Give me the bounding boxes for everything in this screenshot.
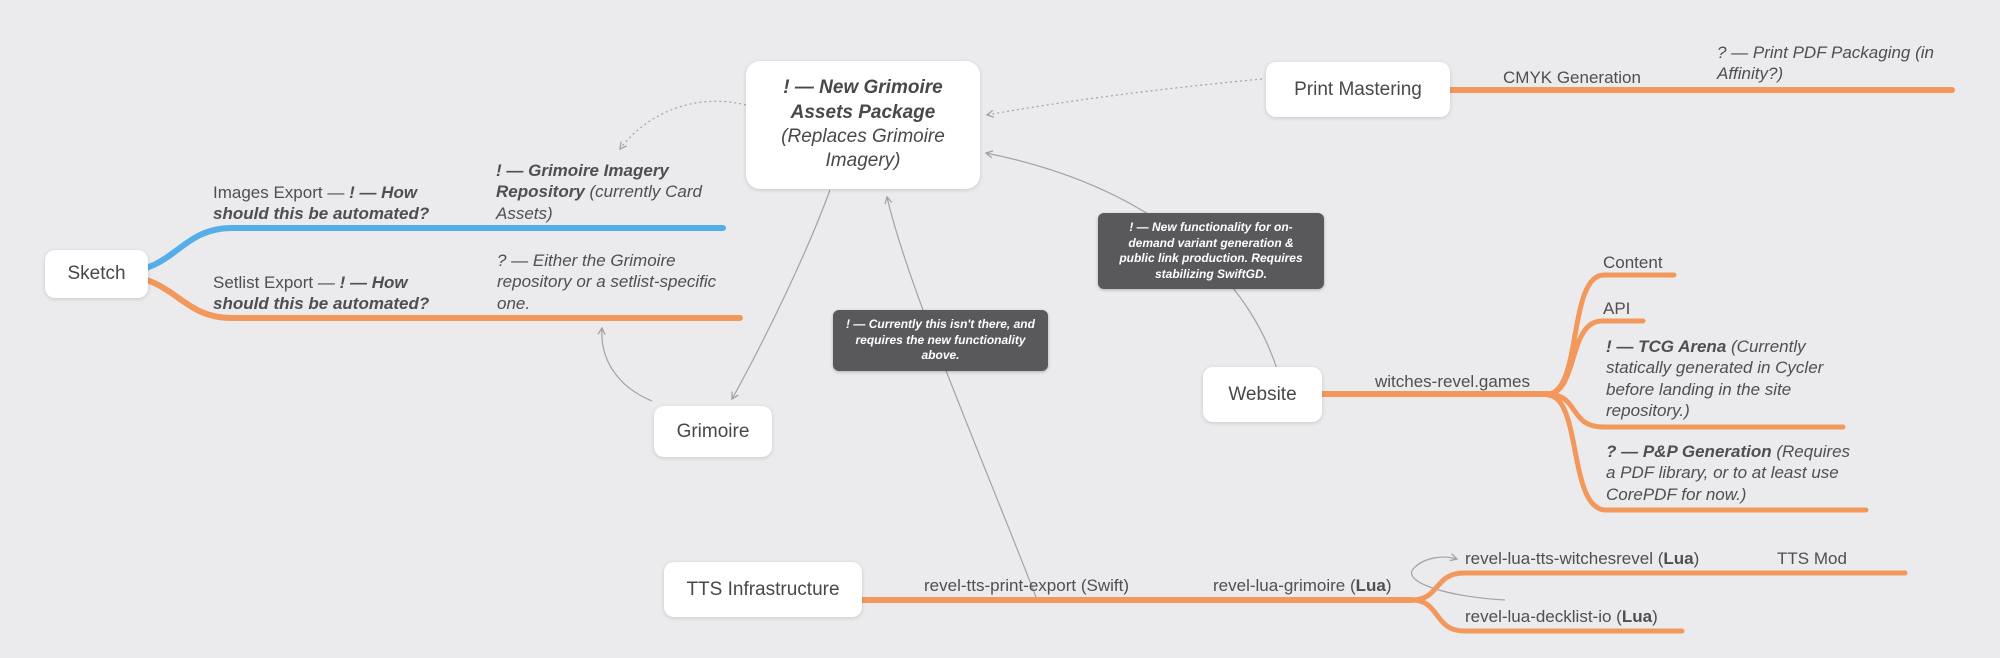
label-cmyk-generation[interactable]: CMYK Generation [1503, 67, 1641, 88]
grimoire-label: Grimoire [676, 420, 750, 442]
pnp-title: ? — P&P Generation [1606, 442, 1772, 461]
setlist-export-question: ! — How should this be automated? [213, 273, 430, 314]
decklist-prefix: revel-lua-decklist-io ( [1465, 607, 1622, 626]
print-mastering-label: Print Mastering [1294, 78, 1422, 100]
central-title: ! — New Grimoire Assets Package [783, 77, 943, 123]
branch-line-api [1545, 318, 1646, 397]
lua-grimoire-suffix: ) [1385, 576, 1392, 595]
setlist-repo-note: ? — Either the Grimoire repository or a … [497, 251, 717, 313]
decklist-lang: Lua [1621, 607, 1653, 626]
node-grimoire[interactable]: Grimoire [654, 406, 772, 457]
domain-label: witches-revel.games [1375, 372, 1530, 391]
central-node-text: ! — New Grimoire Assets Package (Replace… [760, 76, 966, 173]
arrow-central-to-grimoire [731, 189, 831, 401]
label-revel-lua-grimoire[interactable]: revel-lua-grimoire (Lua) [1213, 575, 1392, 596]
label-content[interactable]: Content [1603, 252, 1663, 273]
label-revel-tts-print-export[interactable]: revel-tts-print-export (Swift) [924, 575, 1129, 596]
label-tts-mod[interactable]: TTS Mod [1777, 548, 1847, 569]
images-export-question: ! — How should this be automated? [213, 183, 430, 224]
label-witches-revel-games[interactable]: witches-revel.games [1375, 371, 1530, 392]
tts-export-label: revel-tts-print-export (Swift) [924, 576, 1129, 595]
cmyk-label: CMYK Generation [1503, 68, 1641, 87]
node-sketch[interactable]: Sketch [45, 250, 148, 298]
tooltip-currently-missing[interactable]: ! — Currently this isn't there, and requ… [833, 310, 1048, 371]
images-export-prefix: Images Export — [213, 183, 350, 202]
label-setlist-export[interactable]: Setlist Export — ! — How should this be … [213, 272, 445, 315]
branch-line-witchesrevel [1409, 570, 1908, 603]
content-label: Content [1603, 253, 1663, 272]
imagery-repo-note: (currently Card Assets) [496, 182, 702, 223]
lua-grimoire-prefix: revel-lua-grimoire ( [1213, 576, 1356, 595]
arrow-decklist-to-witchesrevel [1411, 553, 1506, 601]
label-images-export[interactable]: Images Export — ! — How should this be a… [213, 182, 445, 225]
node-print-mastering[interactable]: Print Mastering [1266, 62, 1450, 117]
node-website[interactable]: Website [1203, 367, 1322, 422]
witchesrevel-lang: Lua [1663, 549, 1694, 568]
node-tts-infrastructure[interactable]: TTS Infrastructure [664, 562, 862, 617]
tts-mod-label: TTS Mod [1777, 549, 1847, 568]
node-central[interactable]: ! — New Grimoire Assets Package (Replace… [746, 61, 980, 189]
branch-line-tcg-arena [1545, 391, 1846, 430]
pnp-note: (Requires a PDF library, or to at least … [1606, 442, 1851, 504]
arrow-tts-to-central [884, 195, 1037, 598]
label-revel-lua-tts-witchesrevel[interactable]: revel-lua-tts-witchesrevel (Lua) [1465, 548, 1699, 569]
sketch-label: Sketch [67, 263, 126, 284]
label-pnp-generation[interactable]: ? — P&P Generation (Requires a PDF libra… [1606, 441, 1854, 505]
branch-line-decklist [1409, 597, 1685, 634]
website-label: Website [1228, 383, 1297, 405]
central-subtitle: (Replaces Grimoire Imagery) [781, 126, 945, 172]
label-setlist-repository[interactable]: ? — Either the Grimoire repository or a … [497, 250, 735, 314]
imagery-repo-title: ! — Grimoire Imagery Repository [496, 161, 669, 202]
label-api[interactable]: API [1603, 298, 1630, 319]
tooltip-new-functionality[interactable]: ! — New functionality for on-demand vari… [1098, 213, 1324, 290]
label-grimoire-imagery-repository[interactable]: ! — Grimoire Imagery Repository (current… [496, 160, 724, 224]
tcg-arena-title: ! — TCG Arena [1606, 337, 1727, 356]
witchesrevel-suffix: ) [1693, 549, 1700, 568]
label-revel-lua-decklist-io[interactable]: revel-lua-decklist-io (Lua) [1465, 606, 1658, 627]
tcg-arena-note: (Currently statically generated in Cycle… [1606, 337, 1824, 421]
decklist-suffix: ) [1652, 607, 1658, 626]
tts-infrastructure-label: TTS Infrastructure [686, 578, 840, 600]
setlist-export-prefix: Setlist Export — [213, 273, 340, 292]
lua-grimoire-lang: Lua [1355, 576, 1386, 595]
api-label: API [1603, 299, 1631, 318]
arrow-central-to-imagery-repo [619, 100, 747, 151]
witchesrevel-prefix: revel-lua-tts-witchesrevel ( [1465, 549, 1664, 568]
arrow-print-mastering-to-central [985, 78, 1263, 118]
label-tcg-arena[interactable]: ! — TCG Arena (Currently statically gene… [1606, 336, 1841, 422]
arrow-grimoire-to-setlist-repo [597, 326, 653, 402]
label-print-pdf-packaging[interactable]: ? — Print PDF Packaging (in Affinity?) [1717, 42, 1949, 85]
print-pdf-note: ? — Print PDF Packaging (in Affinity?) [1717, 43, 1934, 84]
branch-line-pnp [1545, 392, 1869, 513]
